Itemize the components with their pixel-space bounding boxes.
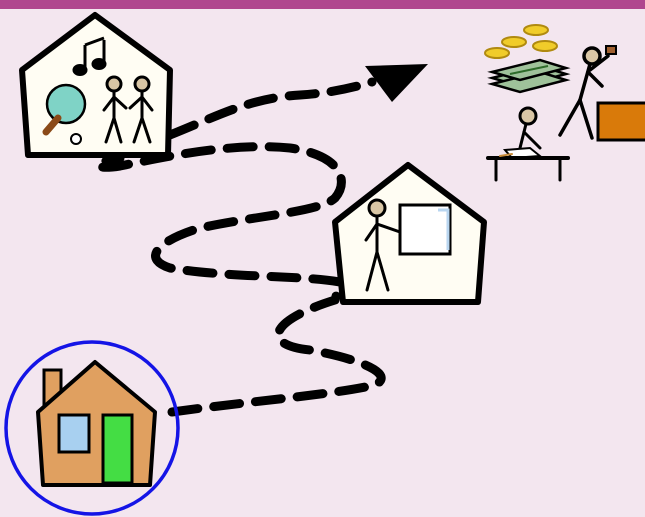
box-icon [598,103,645,140]
person-writing-icon [488,108,568,180]
coins-icon [485,25,557,58]
money-stack-icon [492,60,566,92]
leisure-house-icon [22,15,170,155]
whiteboard-icon [400,205,450,254]
home-house-icon [6,342,178,514]
home-door [103,415,132,483]
home-window [59,415,89,452]
school-house-icon [335,165,484,302]
work-and-money-icon [485,25,645,180]
